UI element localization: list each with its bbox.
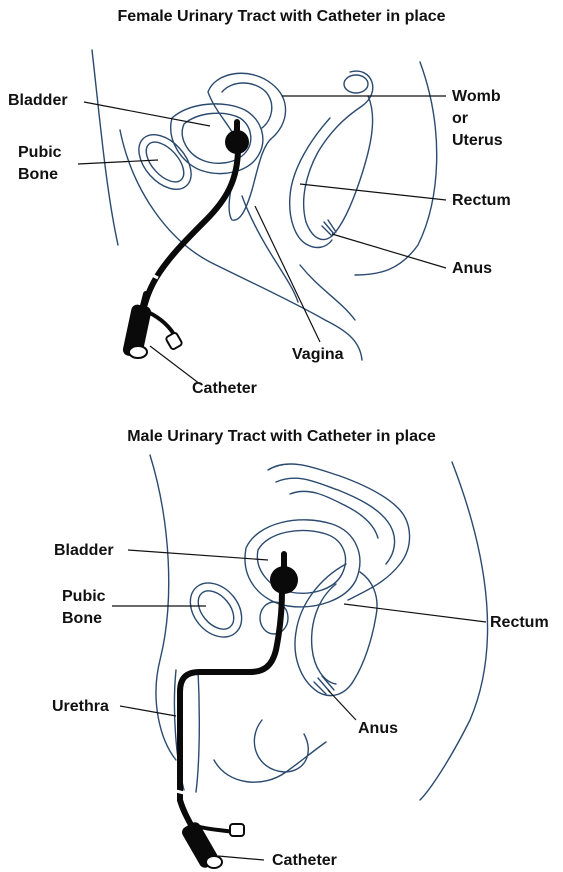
female-body-outline-right [355, 62, 437, 275]
male-pubic-bone-inner [191, 584, 241, 636]
female-leader-pubic-bone [78, 160, 158, 164]
female-rectum-top [344, 75, 368, 93]
female-label-vagina: Vagina [292, 344, 344, 365]
female-leader-vagina [255, 206, 320, 342]
female-diagram [78, 50, 446, 384]
female-catheter-valve [165, 332, 182, 350]
female-leader-anus [332, 234, 446, 268]
male-leader-urethra [120, 706, 176, 716]
female-rectum-inner [290, 118, 332, 247]
male-body-outline-right [420, 462, 488, 800]
male-catheter-port [206, 856, 222, 868]
female-perineum-contour [300, 265, 355, 320]
female-label-or: or [452, 108, 468, 129]
male-title: Male Urinary Tract with Catheter in plac… [0, 428, 563, 446]
female-anus [322, 220, 336, 236]
male-leader-rectum [344, 604, 486, 622]
female-leader-bladder [84, 102, 210, 126]
female-label-uterus: Uterus [452, 130, 503, 151]
male-label-bladder: Bladder [54, 540, 114, 561]
female-label-womb: Womb [452, 86, 501, 107]
male-label-bone: Bone [62, 608, 102, 629]
female-label-bone: Bone [18, 164, 58, 185]
female-label-bladder: Bladder [8, 90, 68, 111]
female-label-catheter: Catheter [192, 378, 257, 399]
female-leader-rectum [300, 184, 446, 200]
female-body-outline-left [92, 50, 118, 245]
female-label-rectum: Rectum [452, 190, 511, 211]
female-label-pubic: Pubic [18, 142, 62, 163]
male-pubic-bone [180, 573, 252, 647]
male-catheter-tube [180, 590, 282, 800]
male-catheter-balloon [270, 566, 298, 594]
male-leader-bladder [128, 550, 268, 560]
female-title: Female Urinary Tract with Catheter in pl… [0, 8, 563, 26]
male-pelvis-floor [214, 742, 326, 782]
female-catheter-balloon [225, 130, 249, 154]
male-intestine-inner [276, 478, 395, 564]
female-pubic-bone-inner [139, 135, 190, 188]
male-catheter-band [172, 790, 188, 794]
male-leader-anus [328, 690, 356, 720]
male-label-anus: Anus [358, 718, 398, 739]
male-rectum-inner [312, 584, 336, 684]
male-leader-catheter [218, 856, 264, 860]
male-scrotum [254, 720, 308, 772]
male-catheter-valve [230, 824, 244, 836]
female-catheter-port [129, 346, 147, 358]
male-label-rectum: Rectum [490, 612, 549, 633]
male-diagram [112, 455, 488, 870]
male-label-urethra: Urethra [52, 696, 109, 717]
male-label-catheter: Catheter [272, 850, 337, 871]
female-label-anus: Anus [452, 258, 492, 279]
male-label-pubic: Pubic [62, 586, 106, 607]
